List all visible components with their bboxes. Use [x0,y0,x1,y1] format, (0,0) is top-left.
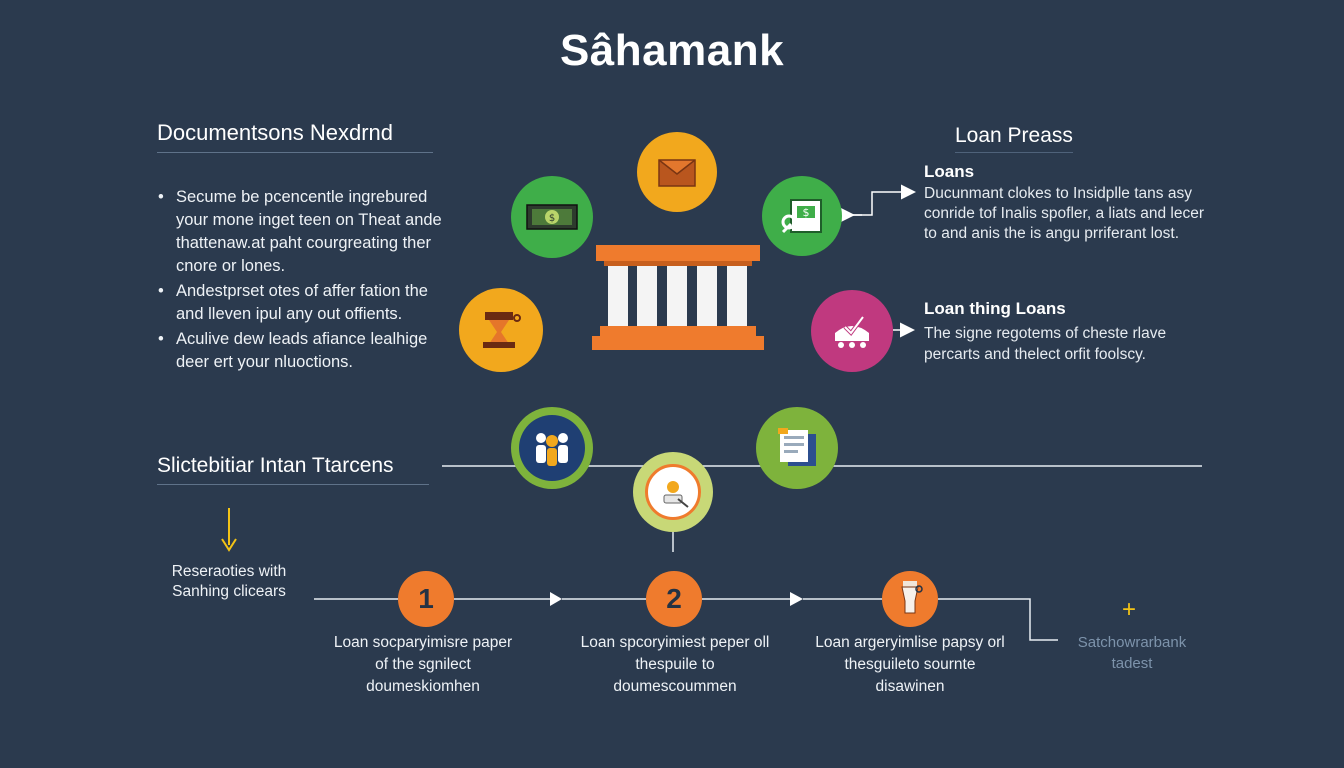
bullet-item: Andestprset otes of affer fation the and… [158,280,458,326]
connector-loans [852,184,916,216]
timeline-heading: Slictebitiar Intan Ttarcens [157,454,429,485]
start-note: Reseraoties with Sanhing clicears [171,563,287,600]
bottle-icon [882,571,938,627]
step-2-text: Loan spcoryimiest peper oll thespuile to… [580,634,770,695]
loan-thing-title: Loan thing Loans [924,299,1066,318]
idea-badge-icon [633,452,713,532]
plus-icon: + [1122,596,1137,623]
brand-title: Sâhamank [559,26,785,75]
documents-icon [756,407,838,489]
envelope-icon [637,132,717,212]
end-note: Satchowrarbank tadest [1077,634,1187,672]
svg-text:$: $ [549,213,555,224]
money-bill-icon: $ [511,176,593,258]
bullet-item: Aculive dew leads afiance lealhige deer … [158,328,458,374]
document-key-icon: $ [762,176,842,256]
loans-description: Ducunmant clokes to Insidplle tans asy c… [924,185,1205,242]
checklist-icon [811,290,893,372]
svg-text:$: $ [803,206,810,219]
loan-thing-description: The signe regotems of cheste rlave perca… [924,325,1167,363]
step-3-text: Loan argeryimlise papsy orl thesguileto … [815,634,1005,695]
step-2-number: 2 [646,571,702,627]
step-1-number: 1 [398,571,454,627]
bank-building-icon [592,245,764,353]
loan-process-heading: Loan Preass [955,124,1073,153]
documents-bullet-list: Secume be pcencentle ingrebured your mon… [158,186,458,376]
team-icon [511,407,593,489]
bullet-item: Secume be pcencentle ingrebured your mon… [158,186,458,278]
documents-heading: Documentsons Nexdrnd [157,120,433,153]
step-1-text: Loan socparyimisre paper of the sgnilect… [333,634,513,695]
hourglass-icon [459,288,543,372]
loans-title: Loans [924,162,975,181]
